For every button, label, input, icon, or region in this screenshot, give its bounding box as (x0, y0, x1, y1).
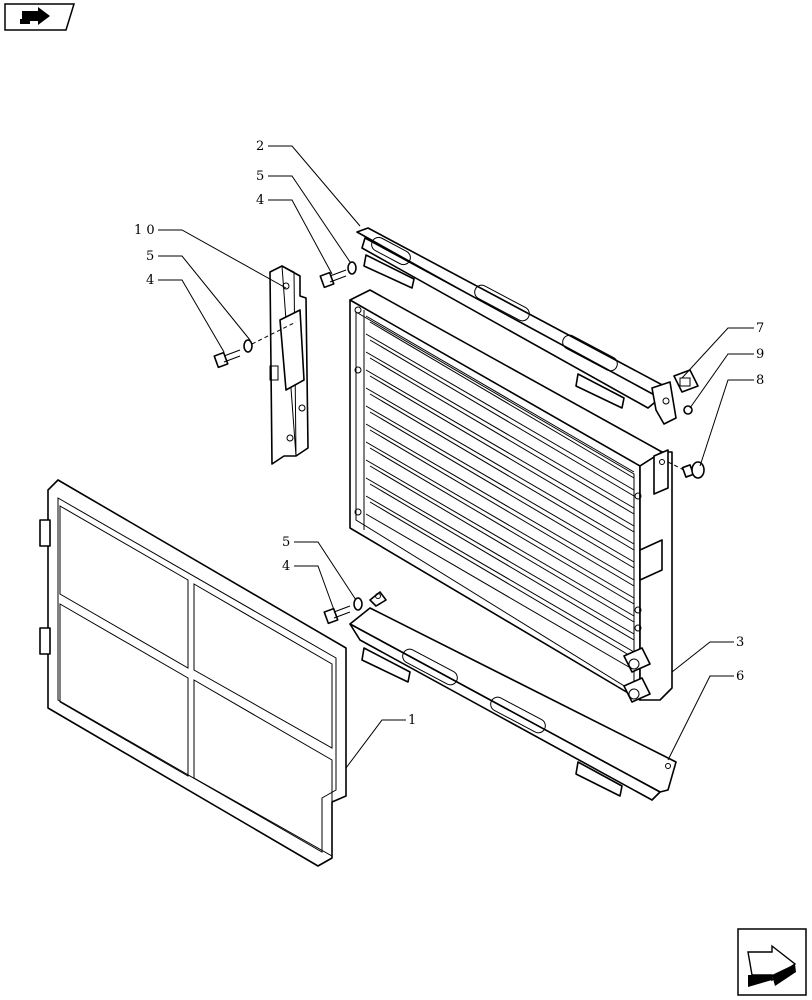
washer-upper-rail (347, 261, 357, 275)
leader-lines (158, 145, 754, 769)
callout-5-upper: 5 (256, 169, 264, 184)
condenser-fitting-lower (623, 677, 651, 703)
filter-frame (39, 479, 347, 867)
callout-5-lower: 5 (282, 535, 290, 550)
callout-10: 1 0 (134, 223, 155, 238)
callout-3: 3 (736, 635, 744, 650)
callout-2: 2 (256, 139, 264, 154)
callout-6: 6 (736, 669, 744, 684)
callout-4-upper: 4 (256, 193, 264, 208)
screw-part-8 (681, 461, 705, 479)
callout-4-bracket: 4 (146, 273, 154, 288)
bolt-lower-rail (323, 605, 351, 625)
clip-part-7 (673, 369, 699, 393)
next-page-arrow-icon[interactable] (737, 928, 807, 996)
callout-9: 9 (756, 347, 764, 362)
washer-lower-rail (353, 597, 363, 611)
callout-5-bracket: 5 (146, 249, 154, 264)
callout-8: 8 (756, 373, 764, 388)
side-bracket (269, 265, 309, 465)
upper-mounting-rail (356, 227, 677, 425)
bolt-upper-rail (319, 269, 347, 289)
callout-7: 7 (756, 321, 764, 336)
callout-1: 1 (408, 713, 416, 728)
condenser-fitting-upper (623, 647, 651, 673)
condenser-core (349, 289, 673, 703)
callout-4-lower: 4 (282, 559, 290, 574)
book-arrow-icon[interactable] (4, 3, 76, 31)
lower-mounting-rail (349, 591, 677, 801)
washer-side-bracket (243, 339, 253, 353)
bolt-side-bracket (213, 349, 241, 369)
